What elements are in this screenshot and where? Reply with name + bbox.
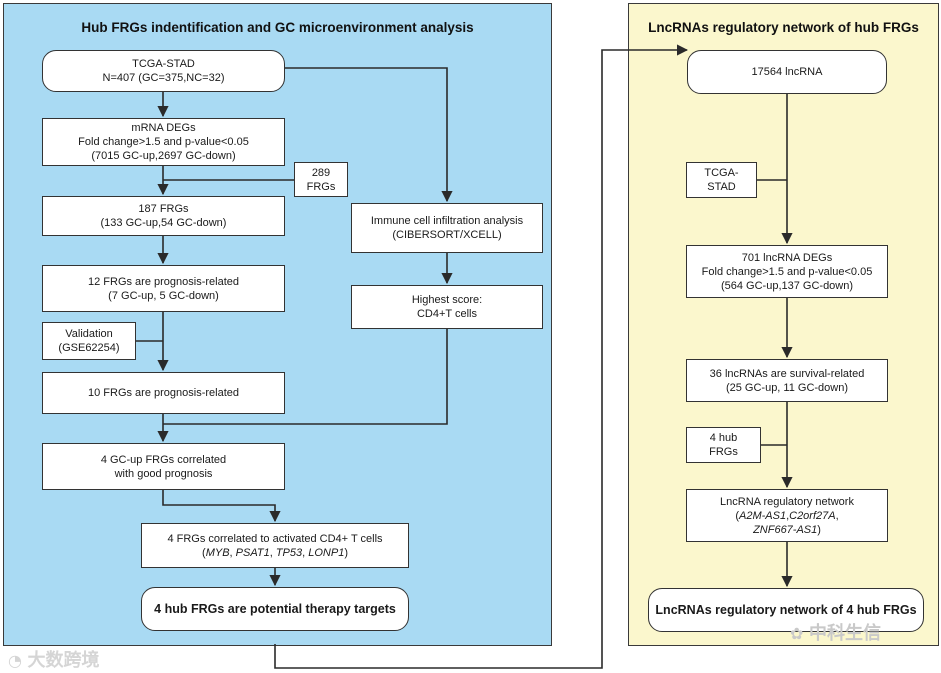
box-tcga-stad-line2: N=407 (GC=375,NC=32)	[102, 72, 225, 84]
watermark-left-icon: ◔	[8, 651, 28, 670]
box-10-frgs-prognosis: 10 FRGs are prognosis-related	[42, 372, 285, 414]
gene-tp53: TP53	[275, 546, 303, 559]
cd4-sep1: ,	[229, 546, 236, 559]
box-187-frgs: 187 FRGs (133 GC-up,54 GC-down)	[42, 196, 285, 236]
box-cd4-gene-list: (MYB, PSAT1, TP53, LONP1)	[202, 546, 348, 560]
box-tcga-right-line2: STAD	[707, 181, 736, 193]
box-4-gc-up-good-prognosis: 4 GC-up FRGs correlated with good progno…	[42, 443, 285, 490]
network-open-paren: (	[735, 509, 739, 522]
box-highest-line2: CD4+T cells	[416, 308, 477, 320]
box-10-frgs-line1: 10 FRGs are prognosis-related	[87, 387, 239, 399]
box-tcga-stad: TCGA-STAD N=407 (GC=375,NC=32)	[42, 50, 285, 92]
box-tcga-right-line1: TCGA-	[704, 167, 739, 179]
box-hub4-line1: 4 hub	[709, 432, 738, 444]
box-tcga-stad-line1: TCGA-STAD	[132, 58, 195, 70]
box-network-gene-list-1: (A2M-AS1,C2orf27A,	[735, 509, 838, 523]
box-12-frgs-line2: (7 GC-up, 5 GC-down)	[108, 289, 219, 302]
gene-a2m-as1: A2M-AS1	[738, 509, 787, 522]
gene-c2orf27a: C2orf27A	[789, 509, 836, 522]
box-hub4-line2: FRGs	[709, 446, 738, 458]
box-immune-infiltration: Immune cell infiltration analysis (CIBER…	[351, 203, 543, 253]
box-289-frgs-line2: FRGs	[306, 180, 336, 193]
gene-myb: MYB	[205, 546, 230, 559]
box-mrna-degs-line3: (7015 GC-up,2697 GC-down)	[91, 150, 236, 162]
box-tcga-stad-right: TCGA- STAD	[686, 162, 757, 198]
box-lncrna-regulatory-network: LncRNA regulatory network (A2M-AS1,C2orf…	[686, 489, 888, 542]
watermark-left-text: 大数跨境	[27, 650, 100, 671]
box-701-line1: 701 lncRNA DEGs	[741, 251, 833, 264]
box-validation-line2: (GSE62254)	[58, 342, 120, 354]
box-4-hub-frgs-input: 4 hub FRGs	[686, 427, 761, 463]
box-mrna-degs-line1: mRNA DEGs	[131, 122, 196, 134]
box-mrna-degs-line2: Fold change>1.5 and p-value<0.05	[78, 136, 249, 148]
arrow-good4-to-cd4	[162, 490, 281, 523]
watermark-right-text: 中科生信	[808, 623, 881, 644]
box-17564-lncrna: 17564 lncRNA	[687, 50, 887, 94]
box-targets-line1: 4 hub FRGs are potential therapy targets	[154, 602, 396, 616]
network-sep1: ,	[786, 509, 790, 522]
box-12-frgs-line1: 12 FRGs are prognosis-related	[87, 275, 239, 288]
connector-highest-to-main	[163, 329, 448, 425]
cd4-sep3: ,	[302, 546, 309, 559]
watermark-left: ◔ 大数跨境	[8, 646, 100, 672]
watermark-right-icon: ✿	[790, 624, 809, 643]
left-panel-title: Hub FRGs indentification and GC microenv…	[81, 20, 474, 35]
box-701-line2: Fold change>1.5 and p-value<0.05	[701, 265, 873, 278]
box-701-line3: (564 GC-up,137 GC-down)	[720, 279, 854, 292]
box-good4-line1: 4 GC-up FRGs correlated	[100, 453, 227, 466]
box-highest-score: Highest score: CD4+T cells	[351, 285, 543, 329]
box-validation-line1: Validation	[65, 328, 113, 340]
gene-znf667-as1: ZNF667-AS1	[753, 523, 818, 536]
box-final-line1: LncRNAs regulatory network of 4 hub FRGs	[655, 603, 917, 617]
cd4-close-paren: )	[344, 546, 348, 559]
right-panel-title: LncRNAs regulatory network of hub FRGs	[648, 20, 919, 35]
box-mrna-degs: mRNA DEGs Fold change>1.5 and p-value<0.…	[42, 118, 285, 166]
box-4-frgs-cd4: 4 FRGs correlated to activated CD4+ T ce…	[141, 523, 409, 568]
network-sep2: ,	[835, 509, 839, 522]
box-36-lncrnas-survival: 36 lncRNAs are survival-related (25 GC-u…	[686, 359, 888, 402]
gene-psat1: PSAT1	[235, 546, 270, 559]
network-close-paren: )	[817, 523, 821, 536]
box-network-line1: LncRNA regulatory network	[720, 495, 854, 508]
box-12-frgs-prognosis: 12 FRGs are prognosis-related (7 GC-up, …	[42, 265, 285, 312]
cd4-open-paren: (	[202, 546, 206, 559]
box-187-frgs-line1: 187 FRGs	[138, 203, 189, 215]
box-36-line1: 36 lncRNAs are survival-related	[709, 367, 865, 380]
box-immune-line2: (CIBERSORT/XCELL)	[392, 229, 502, 241]
box-187-frgs-line2: (133 GC-up,54 GC-down)	[100, 217, 227, 229]
box-4-hub-frgs-targets: 4 hub FRGs are potential therapy targets	[141, 587, 409, 631]
box-good4-line2: with good prognosis	[114, 467, 213, 480]
arrow-tcga-to-immune	[285, 67, 453, 203]
box-immune-line1: Immune cell infiltration analysis	[370, 215, 524, 227]
arrow-left-to-right-panel	[274, 44, 689, 669]
box-17564-line1: 17564 lncRNA	[751, 66, 823, 78]
box-validation: Validation (GSE62254)	[42, 322, 136, 360]
cd4-sep2: ,	[269, 546, 276, 559]
gene-lonp1: LONP1	[308, 546, 345, 559]
box-36-line2: (25 GC-up, 11 GC-down)	[725, 381, 849, 394]
box-cd4-line1: 4 FRGs correlated to activated CD4+ T ce…	[167, 532, 383, 545]
box-289-frgs: 289 FRGs	[294, 162, 348, 197]
box-289-frgs-line1: 289	[311, 166, 331, 179]
watermark-right: ✿ 中科生信	[790, 619, 881, 645]
box-701-lncrna-degs: 701 lncRNA DEGs Fold change>1.5 and p-va…	[686, 245, 888, 298]
box-network-gene-list-2: ZNF667-AS1)	[753, 523, 821, 537]
box-highest-line1: Highest score:	[411, 294, 483, 306]
box-final-lncrna-network: LncRNAs regulatory network of 4 hub FRGs	[648, 588, 924, 632]
